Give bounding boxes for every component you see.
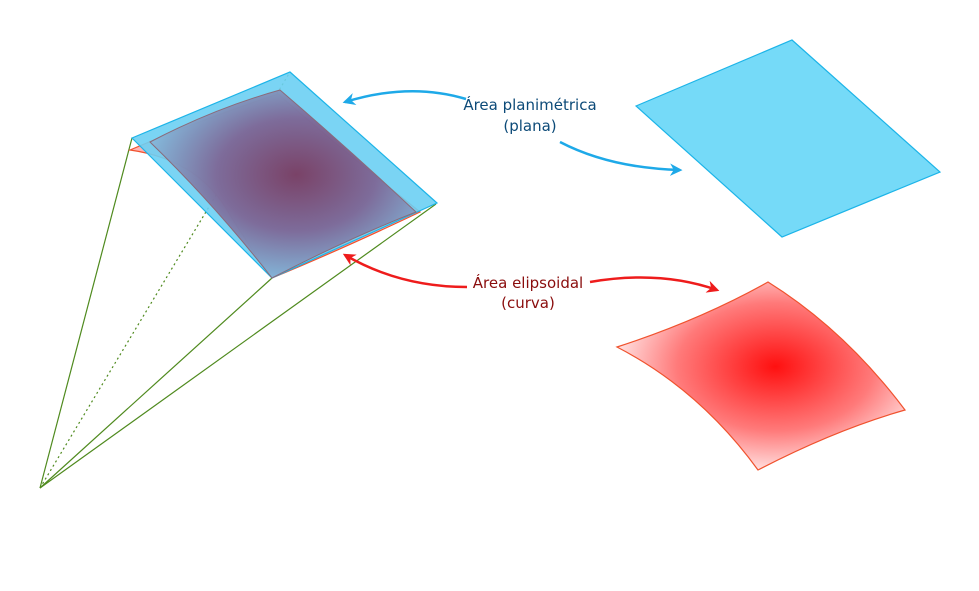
label-planimetric-line1: Área planimétrica	[463, 95, 596, 114]
arrow-planimetric-to-pyramid	[342, 90, 467, 106]
label-planimetric-line2: (plana)	[503, 117, 556, 135]
arrow-planimetric-to-flat	[559, 140, 683, 176]
ellipsoidal-area-curved	[615, 281, 907, 471]
arrow-ellipsoidal-to-curved	[589, 276, 720, 293]
label-ellipsoidal-line2: (curva)	[501, 294, 555, 312]
pyramid-edge-right	[39, 203, 437, 489]
ellipsoidal-surface-through-plane	[149, 89, 417, 279]
pyramid-edge-hidden	[39, 71, 291, 489]
label-ellipsoidal-line1: Área elipsoidal	[473, 273, 583, 292]
pyramid-lines	[39, 71, 437, 489]
arrow-ellipsoidal-to-pyramid	[342, 253, 468, 289]
pyramid-edge-bottom	[39, 277, 273, 489]
pyramid-edge-left	[39, 137, 133, 489]
planimetric-area-flat	[634, 39, 942, 238]
